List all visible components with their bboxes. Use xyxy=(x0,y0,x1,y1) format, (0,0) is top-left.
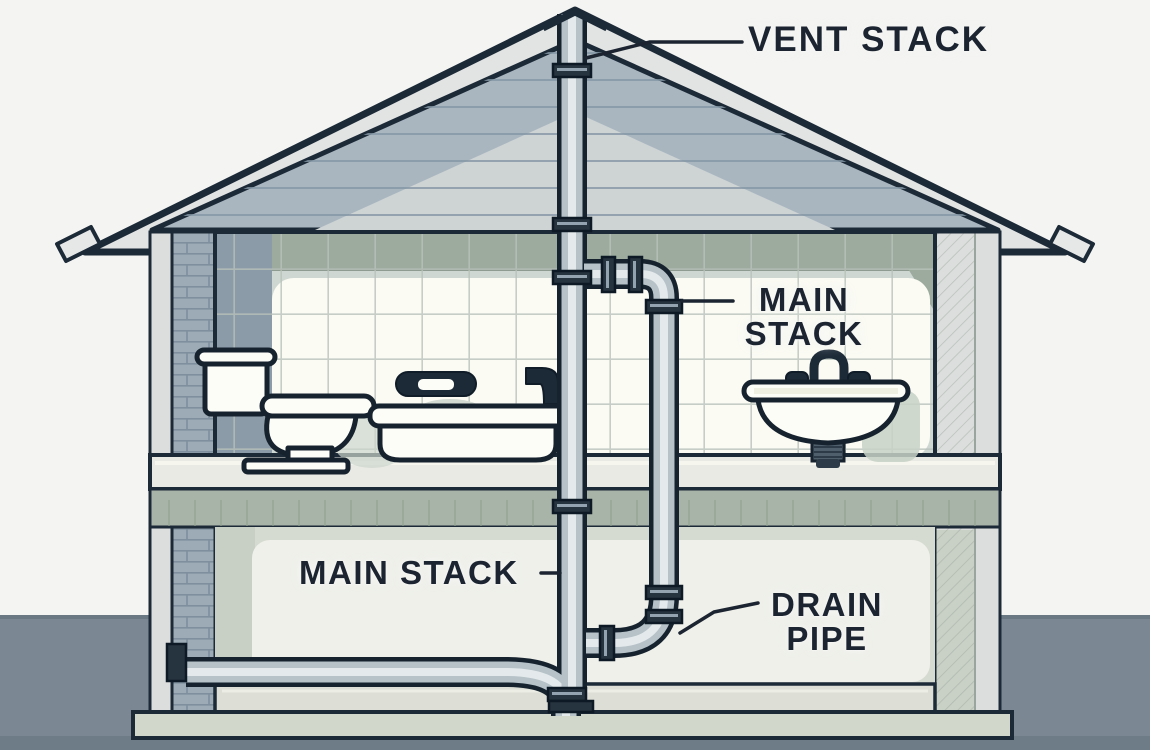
vent-stack-label: VENT STACK xyxy=(748,20,990,59)
right-gutter xyxy=(1048,225,1095,263)
main-stack-lower-label: MAIN STACK xyxy=(299,554,519,591)
drain-pipe-label: DRAIN PIPE xyxy=(771,586,883,658)
drain-pipe-leader xyxy=(678,601,760,635)
sink-faucet xyxy=(809,349,849,386)
floor-flange xyxy=(547,699,595,714)
main-stack-upper-label: MAIN STACK xyxy=(744,281,864,353)
foundation-footing xyxy=(131,710,1014,740)
pipe-couplings xyxy=(165,62,684,714)
tub-faucet xyxy=(525,367,559,405)
sink xyxy=(741,349,920,468)
roof-apex xyxy=(541,8,609,32)
wall-end-cap xyxy=(165,642,188,683)
leader-lines xyxy=(539,40,760,635)
bathtub xyxy=(367,367,569,463)
left-gutter xyxy=(55,225,102,263)
vent-stack-leader xyxy=(584,40,744,60)
